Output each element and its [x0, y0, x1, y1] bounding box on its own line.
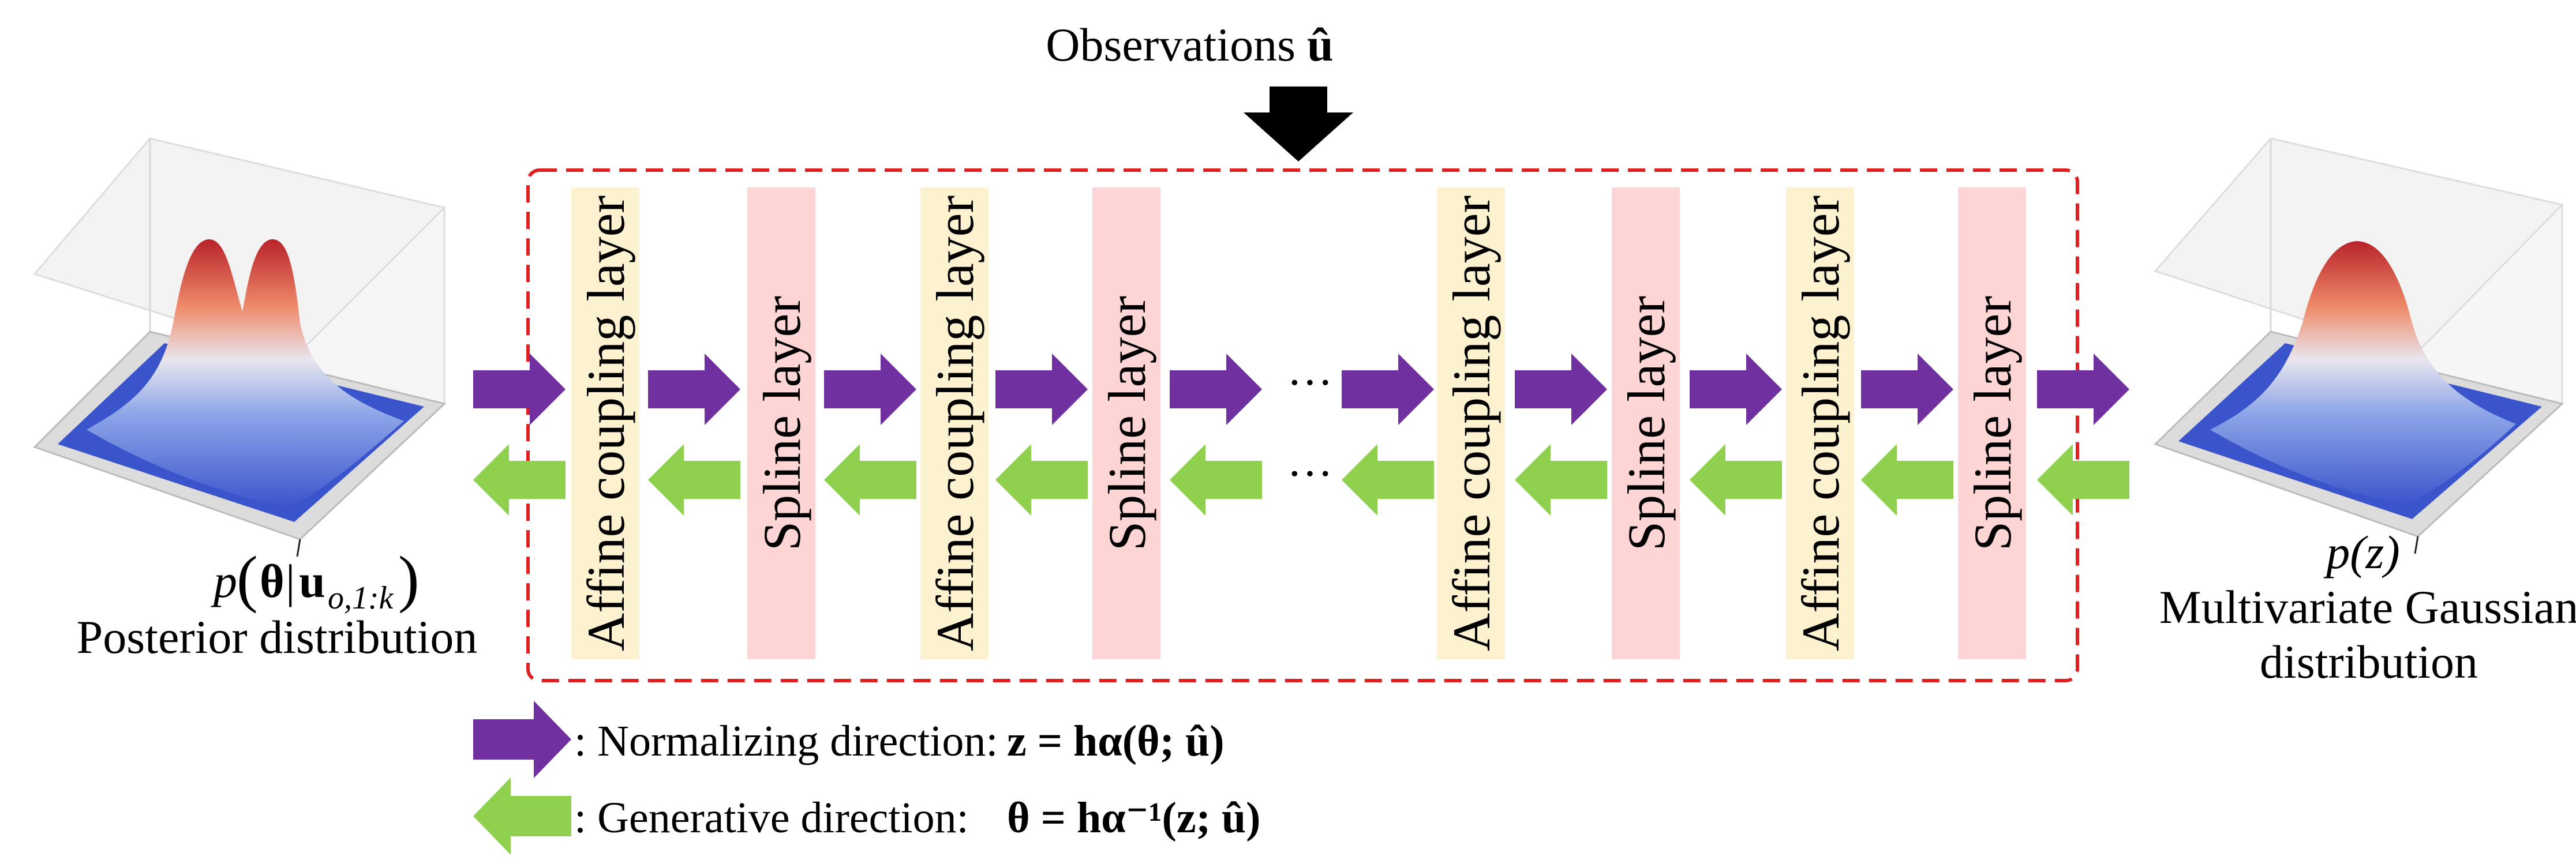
- generative-arrow-6: [1342, 444, 1434, 516]
- ellipsis-top: ···: [1287, 358, 1333, 408]
- gaussian-surface: [2210, 241, 2516, 505]
- ellipsis-bottom: ···: [1287, 449, 1333, 499]
- normalizing-arrow-1: [473, 354, 566, 425]
- legend-normalizing-prefix: : Normalizing direction:: [574, 717, 1009, 765]
- layer-spline-6: [1612, 187, 1680, 659]
- normalizing-arrow-7: [1515, 354, 1607, 425]
- posterior-formula: p ( θ | u o,1:k ): [211, 543, 420, 616]
- generative-arrow-7: [1515, 444, 1607, 516]
- normalizing-arrow-9: [1861, 354, 1953, 425]
- svg-text:|: |: [286, 555, 295, 607]
- direction-arrows: [473, 354, 2129, 516]
- flow-layers: Affine coupling layer Spline layer Affine …: [571, 187, 2026, 659]
- observations-label: Observations: [1046, 18, 1296, 71]
- generative-arrow-8: [1690, 444, 1782, 516]
- layer-affine-1: [571, 187, 639, 659]
- svg-text:o,1:k: o,1:k: [328, 580, 394, 616]
- generative-arrow-9: [1861, 444, 1953, 516]
- gaussian-surface-plot: [2154, 137, 2564, 554]
- layer-label-2: Spline layer: [752, 296, 811, 551]
- normalizing-arrow-6: [1342, 354, 1434, 425]
- svg-text:u: u: [299, 555, 325, 607]
- posterior-surface: [87, 239, 404, 508]
- generative-arrow-3: [824, 444, 916, 516]
- legend-generative-arrow: [473, 777, 571, 855]
- generative-arrow-2: [648, 444, 740, 516]
- layer-label-4: Spline layer: [1098, 296, 1156, 551]
- layer-label-3: Affine coupling layer: [926, 196, 984, 651]
- svg-text:): ): [398, 543, 420, 614]
- layer-spline-2: [747, 187, 815, 659]
- posterior-surface-plot: [33, 137, 447, 557]
- layer-affine-7: [1786, 187, 1854, 659]
- layer-label-6: Spline layer: [1617, 296, 1676, 551]
- normalizing-arrow-8: [1690, 354, 1782, 425]
- legend-generative-prefix: : Generative direction:: [574, 794, 980, 842]
- svg-text:p: p: [211, 555, 237, 607]
- svg-text:(: (: [237, 543, 258, 614]
- gaussian-label-line1: Multivariate Gaussian: [2159, 581, 2576, 633]
- layer-label-1: Affine coupling layer: [576, 196, 635, 651]
- posterior-label: Posterior distribution: [77, 611, 478, 663]
- layer-spline-8: [1958, 187, 2026, 659]
- gaussian-formula: p(z): [2323, 526, 2400, 578]
- legend-generative-equation: θ = hα⁻¹(z; û): [1007, 794, 1261, 842]
- generative-arrow-1: [473, 444, 566, 516]
- layer-affine-3: [920, 187, 989, 659]
- normalizing-arrow-10: [2037, 354, 2129, 425]
- layer-spline-4: [1092, 187, 1160, 659]
- generative-arrow-5: [1170, 444, 1262, 516]
- observations-down-arrow: [1244, 87, 1353, 161]
- generative-arrow-10: [2037, 444, 2129, 516]
- normalizing-arrow-5: [1170, 354, 1262, 425]
- legend-normalizing-arrow: [473, 701, 571, 778]
- legend-normalizing-equation: z = hα(θ; û): [1007, 717, 1225, 765]
- flow-container-dashed-box: [526, 168, 2079, 682]
- layer-label-7: Affine coupling layer: [1791, 196, 1850, 651]
- svg-text:θ: θ: [260, 555, 284, 607]
- legend: : Normalizing direction: z = hα(θ; û) : …: [473, 701, 1261, 855]
- normalizing-arrow-2: [648, 354, 740, 425]
- layer-label-5: Affine coupling layer: [1442, 196, 1501, 651]
- observations-symbol: û: [1307, 18, 1334, 71]
- layer-label-8: Spline layer: [1963, 296, 2022, 551]
- normalizing-arrow-3: [824, 354, 916, 425]
- gaussian-label-line2: distribution: [2260, 636, 2478, 688]
- layer-affine-5: [1437, 187, 1505, 659]
- normalizing-arrow-4: [995, 354, 1088, 425]
- generative-arrow-4: [995, 444, 1088, 516]
